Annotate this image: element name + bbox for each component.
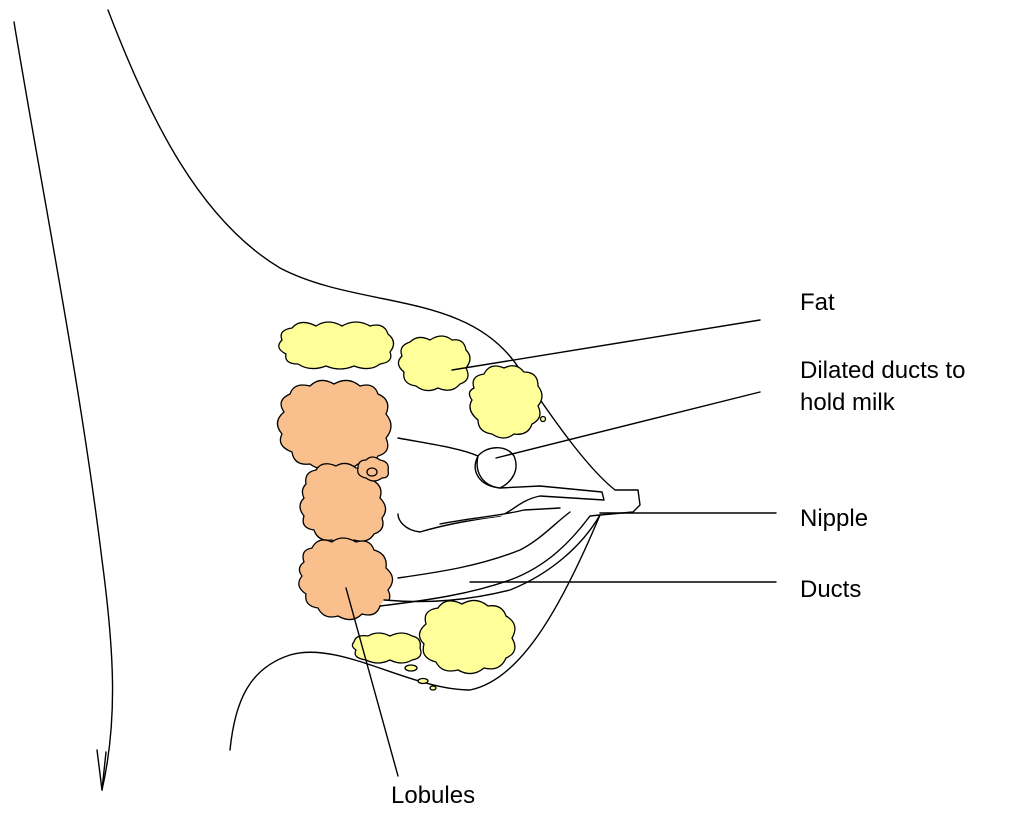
dilated-ducts-label-line1: Dilated ducts to xyxy=(800,355,965,387)
fat-label: Fat xyxy=(800,287,835,319)
lobules-leader-line xyxy=(346,588,398,776)
fat-globule xyxy=(430,686,436,690)
ducts-label: Ducts xyxy=(800,574,861,606)
fat-globule xyxy=(541,417,546,422)
fat-cluster xyxy=(469,366,542,438)
dilated-ducts-label-line2: hold milk xyxy=(800,387,895,419)
fat-globule xyxy=(405,665,417,671)
fat-cluster xyxy=(419,600,514,673)
lobule-small xyxy=(367,468,377,476)
fat-globule xyxy=(418,679,428,684)
chest-wall-line xyxy=(14,22,113,790)
lobule xyxy=(299,538,393,620)
arrow-tip xyxy=(97,750,106,790)
fat-cluster xyxy=(279,322,394,369)
nipple-label: Nipple xyxy=(800,503,868,535)
lobule xyxy=(277,380,391,469)
fat-cluster xyxy=(398,336,470,391)
lobules xyxy=(277,380,392,619)
lobules-label: Lobules xyxy=(391,780,475,812)
breast-upper-contour xyxy=(108,10,520,370)
